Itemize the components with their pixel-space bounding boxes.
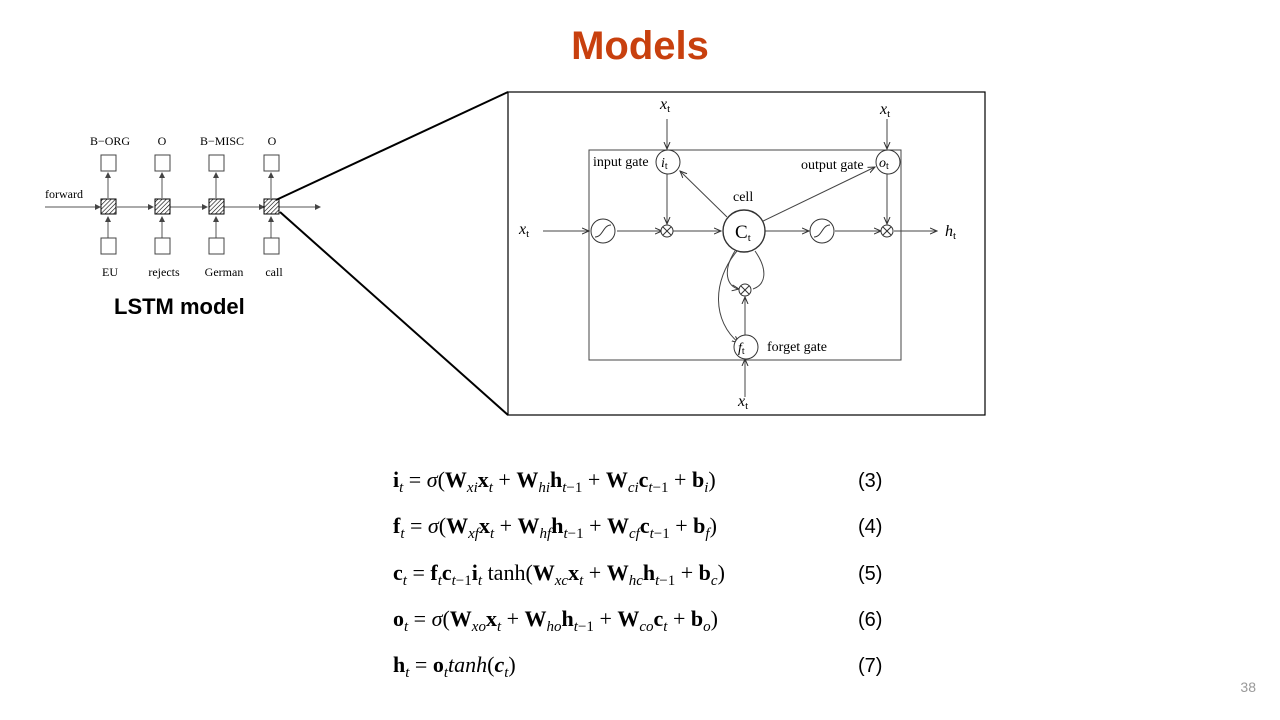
lstm-model-caption: LSTM model [114, 294, 245, 319]
equation-4-number: (4) [858, 516, 883, 538]
chain-output-label-2: O [158, 134, 167, 148]
equation-5-number: (5) [858, 563, 883, 585]
forget-gate-node [733, 334, 759, 360]
chain-input-label-2: rejects [148, 265, 180, 279]
chain-cell-3 [208, 198, 225, 215]
input-gate-symbol: it [661, 156, 668, 172]
lstm-chain-diagram: B−ORG O B−MISC O forward EU rejects Germ… [45, 134, 321, 279]
chain-cell-4 [263, 198, 280, 215]
chain-cell-1 [100, 198, 117, 215]
h-output: ht [945, 223, 956, 242]
cell-symbol: Ct [735, 222, 751, 244]
x-input-left: xt [518, 221, 529, 240]
lstm-cell-diagram: input gate output gate forget gate cell … [507, 91, 986, 416]
equation-6: ot = σ(Wxoxt + Whoht−1 + Wcoct + bo) [393, 606, 718, 635]
input-gate-label: input gate [593, 155, 649, 170]
cell-label: cell [733, 190, 753, 205]
equation-3-number: (3) [858, 470, 883, 492]
x-input-top-left: xt [659, 96, 670, 115]
forget-gate-label: forget gate [767, 340, 827, 355]
chain-input-label-4: call [265, 265, 283, 279]
forget-gate-symbol: ft [738, 341, 745, 357]
page-number: 38 [1240, 679, 1256, 695]
chain-output-label-1: B−ORG [90, 134, 130, 148]
output-gate-symbol: ot [879, 156, 889, 172]
cell-node [722, 209, 766, 253]
equation-5: ct = ftct−1it tanh(Wxcxt + Whcht−1 + bc) [393, 560, 725, 589]
chain-input-label-3: German [205, 265, 244, 279]
x-input-top-right: xt [879, 101, 890, 120]
chain-cell-2 [154, 198, 171, 215]
chain-output-label-4: O [268, 134, 277, 148]
chain-direction-label: forward [45, 187, 83, 201]
slide-title: Models [571, 24, 709, 68]
equation-6-number: (6) [858, 609, 883, 631]
equation-7: ht = ottanh(ct) [393, 652, 516, 681]
chain-output-label-3: B−MISC [200, 134, 244, 148]
x-input-bottom: xt [737, 393, 748, 412]
equation-3: it = σ(Wxixt + Whiht−1 + Wcict−1 + bi) [393, 467, 716, 496]
chain-input-label-1: EU [102, 265, 118, 279]
input-gate-node [655, 149, 681, 175]
output-gate-label: output gate [801, 158, 864, 173]
output-gate-node [875, 149, 901, 175]
equation-7-number: (7) [858, 655, 883, 677]
equation-4: ft = σ(Wxfxt + Whfht−1 + Wcfct−1 + bf) [393, 513, 717, 542]
